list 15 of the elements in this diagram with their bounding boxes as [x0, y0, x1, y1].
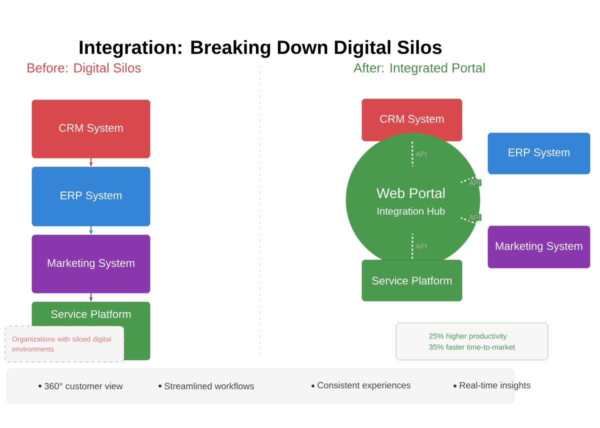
- api-connector: [460, 217, 489, 229]
- system-box: Marketing System: [488, 226, 590, 268]
- api-connector: [411, 142, 414, 166]
- feature-bar: 360° customer view Streamlined workflows Consistent experiences Real-time insights: [6, 368, 530, 404]
- api-connector: [411, 234, 414, 259]
- section-heading: Before: Digital Silos: [28, 62, 141, 76]
- system-box: Service Platform: [362, 260, 462, 302]
- api-connector: [460, 171, 489, 184]
- section-heading: After: Integrated Portal: [354, 62, 485, 76]
- system-box: ERP System: [32, 166, 150, 226]
- system-box: CRM System: [32, 100, 150, 158]
- system-box: ERP System: [488, 132, 590, 174]
- system-box: CRM System: [362, 98, 462, 142]
- system-box: Marketing System: [32, 234, 150, 294]
- title: Integration: Breaking Down Digital Silos: [80, 40, 442, 58]
